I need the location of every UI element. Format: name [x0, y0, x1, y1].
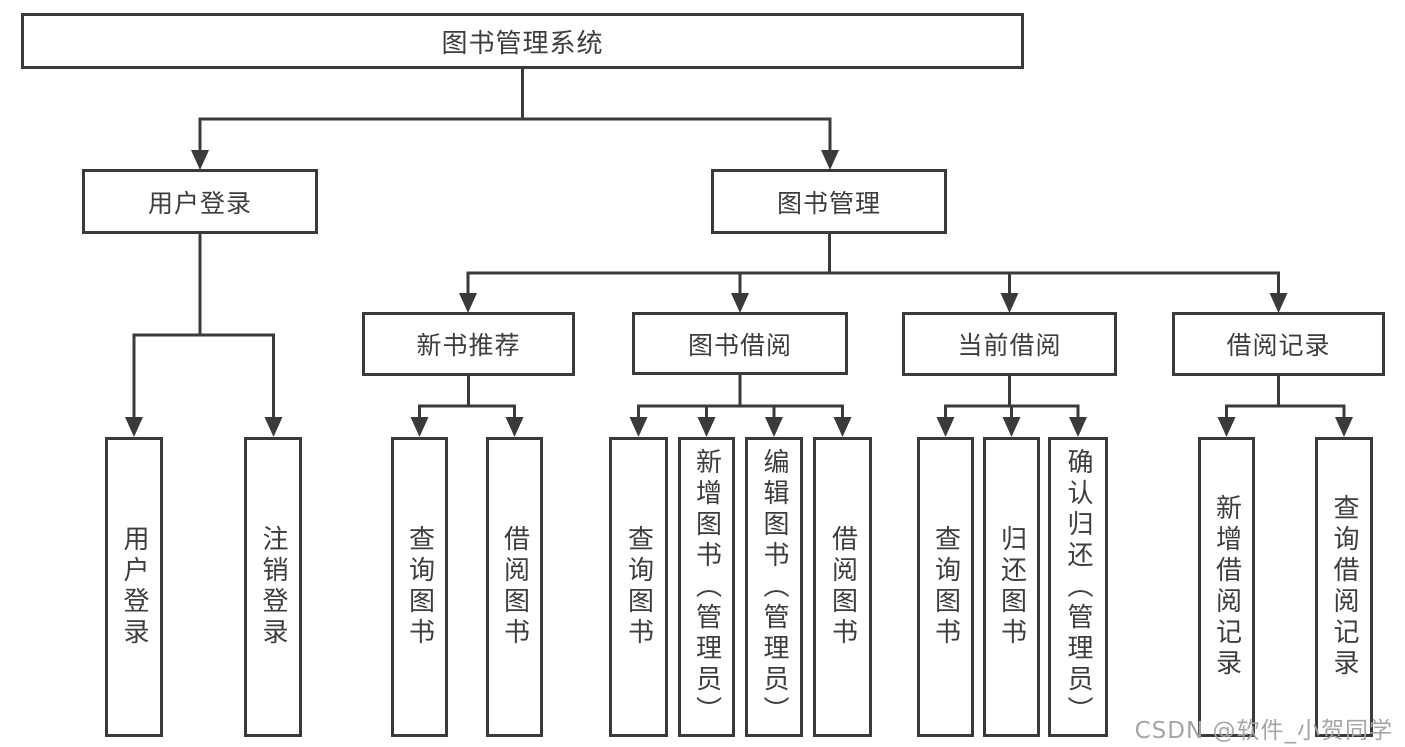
node-book-management: 图书管理 — [711, 169, 947, 234]
node-book-borrowing: 图书借阅 — [632, 312, 848, 375]
leaf-borrow-books-borrowing: 借阅图书 — [813, 437, 872, 737]
leaf-logout: 注销登录 — [244, 437, 302, 737]
node-new-book-recommendation: 新书推荐 — [362, 312, 575, 376]
arrowheads — [125, 150, 1353, 437]
leaf-query-books-borrowing: 查询图书 — [609, 437, 668, 737]
leaf-add-book-admin: 新增图书（管理员） — [678, 437, 735, 737]
node-current-borrowing: 当前借阅 — [902, 312, 1117, 376]
csdn-watermark: CSDN @软件_小贺同学 — [1134, 718, 1393, 744]
node-library-management-system: 图书管理系统 — [21, 13, 1024, 69]
leaf-confirm-return-admin: 确认归还（管理员） — [1048, 437, 1108, 737]
leaf-query-borrow-record: 查询借阅记录 — [1315, 437, 1373, 737]
leaf-add-borrow-record: 新增借阅记录 — [1198, 437, 1255, 737]
node-borrowing-records: 借阅记录 — [1172, 312, 1385, 376]
leaf-user-login: 用户登录 — [105, 437, 163, 737]
leaf-borrow-books-recommend: 借阅图书 — [486, 437, 543, 737]
leaf-query-books-recommend: 查询图书 — [391, 437, 448, 737]
leaf-return-book: 归还图书 — [983, 437, 1040, 737]
leaf-edit-book-admin: 编辑图书（管理员） — [745, 437, 803, 737]
node-user-login: 用户登录 — [82, 169, 318, 234]
leaf-query-books-current: 查询图书 — [917, 437, 974, 737]
